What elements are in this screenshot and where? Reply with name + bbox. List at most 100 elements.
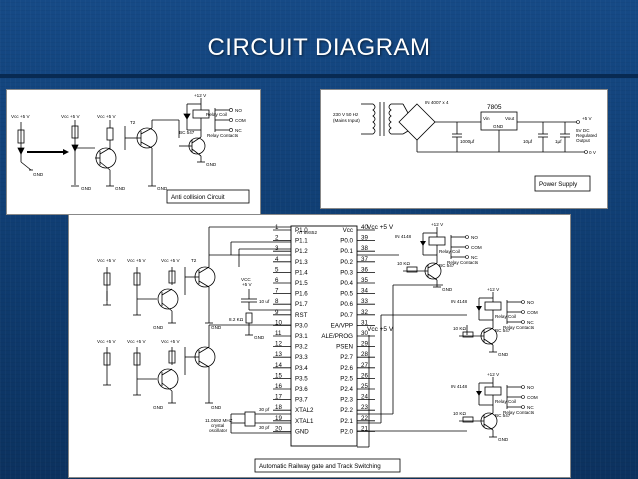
vcc-label: Vcc +5 V — [97, 114, 116, 119]
anti-collision-schematic: Vcc +5 V Vcc +5 V Vcc +5 V +12 V T2 Rela… — [11, 93, 250, 204]
output-desc-label: 5V DC — [576, 128, 590, 133]
pin-name: XTAL2 — [295, 407, 314, 414]
gnd-label: GND — [211, 325, 222, 330]
resistor-label: 10 KΩ — [453, 411, 466, 416]
pin-name: RST — [295, 312, 308, 319]
caption-box — [166, 189, 250, 204]
caption-box — [534, 175, 591, 192]
panel-caption: Anti collision Circuit — [171, 194, 225, 201]
pin-name: P3.2 — [295, 344, 308, 351]
transistor-type-label: BC 547 — [495, 328, 511, 333]
gnd-label: GND — [157, 186, 168, 191]
gnd-label: GND — [153, 405, 164, 410]
pin-number: 20 — [275, 425, 282, 432]
pin-number: 12 — [275, 341, 282, 348]
gnd-label: GND — [498, 437, 509, 442]
pin-number: 40 — [361, 224, 368, 231]
vin-label: Vin — [483, 116, 490, 121]
contact-nc-label: NC — [527, 320, 534, 325]
bridge-diode-label: IN 4007 x 4 — [425, 100, 449, 105]
resistor-label: 10 KΩ — [397, 261, 410, 266]
diode-label: IN 4148 — [451, 384, 468, 389]
transistor-type-label: BC 547 — [495, 413, 511, 418]
pin-name: P3.7 — [295, 397, 308, 404]
relay-coil-label: Relay Coil — [439, 249, 460, 254]
transistor-type-label: BC 547 — [439, 263, 455, 268]
transistor-type-label: BC 547 — [179, 130, 195, 135]
pin-number: 5 — [275, 266, 279, 273]
pin-name: P0.1 — [340, 248, 353, 255]
relay-contacts-label: Relay Contacts — [447, 260, 479, 265]
caption-box — [254, 458, 401, 473]
vcc-label: Vcc +5 V — [11, 114, 30, 119]
pin-number: 32 — [361, 309, 368, 316]
pin-name: P1.2 — [295, 248, 308, 255]
contact-com-label: COM — [527, 310, 538, 315]
relay-coil-label: Relay Coil — [495, 314, 516, 319]
pin-name: P0.3 — [340, 269, 353, 276]
pin-number: 31 — [361, 319, 368, 326]
pin-number: 13 — [275, 351, 282, 358]
pin-name: P2.2 — [340, 407, 353, 414]
relay-coil-label: Relay Coil — [495, 399, 516, 404]
vcc-label: Vcc +5 V — [97, 339, 116, 344]
regulator-label: 7805 — [487, 104, 502, 111]
pin-name: P2.5 — [340, 375, 353, 382]
capacitor-label: 10µf — [523, 139, 533, 144]
pin-number: 33 — [361, 298, 368, 305]
vcc-label: Vcc +5 V — [161, 258, 180, 263]
slide-title: CIRCUIT DIAGRAM — [207, 34, 431, 61]
pin-number: 28 — [361, 351, 368, 358]
pin-name: P1.6 — [295, 291, 308, 298]
mains-label: 230 V 50 Hz — [333, 112, 359, 117]
vcc-label: Vcc +5 V — [161, 339, 180, 344]
pin-name: EA/VPP — [331, 322, 353, 329]
pin-number: 36 — [361, 266, 368, 273]
pin-number: 8 — [275, 298, 279, 305]
pin-name: P2.4 — [340, 386, 353, 393]
pin-number: 37 — [361, 256, 368, 263]
title-divider — [0, 74, 638, 78]
contact-nc-label: NC — [235, 128, 242, 133]
resistor-label: 10 KΩ — [453, 326, 466, 331]
pin-name: PSEN — [336, 344, 353, 351]
supply-label: +12 V — [431, 222, 444, 227]
contact-com-label: COM — [527, 395, 538, 400]
power-supply-schematic: 230 V 50 Hz (Mains Input) IN 4007 x 4 78… — [333, 100, 597, 192]
gnd-label: GND — [498, 352, 509, 357]
crystal-cap-label: 30 pf — [259, 407, 270, 412]
output-desc-label: Regulated — [576, 133, 597, 138]
relay-coil-label: Relay Coil — [206, 112, 227, 117]
pin-number: 30 — [361, 330, 368, 337]
anti-collision-panel: Vcc +5 V Vcc +5 V Vcc +5 V +12 V T2 Rela… — [6, 89, 261, 215]
gnd-label: GND — [81, 186, 92, 191]
pin-name: ALE/PROG — [321, 333, 353, 340]
mcu-part-label: AT 89S52 — [297, 230, 317, 235]
pin-number: 10 — [275, 319, 282, 326]
output-desc-label: Output — [576, 138, 591, 143]
panel-caption: Power Supply — [539, 181, 578, 188]
pin-number: 16 — [275, 383, 282, 390]
vout-label: Vout — [505, 116, 515, 121]
contact-nc-label: NC — [527, 405, 534, 410]
pin-name: GND — [295, 428, 309, 435]
pin-name: P3.3 — [295, 354, 308, 361]
output-voltage-label: +5 V — [582, 116, 593, 121]
vcc40-label: Vcc +5 V — [367, 224, 394, 231]
contact-no-label: NO — [471, 235, 478, 240]
pin-name: P1.1 — [295, 238, 308, 245]
pin-number: 14 — [275, 362, 282, 369]
pin-number: 35 — [361, 277, 368, 284]
reset-res-label: 8.2 KΩ — [229, 317, 244, 322]
transistor-label: T2 — [191, 258, 197, 263]
pin-name: P0.6 — [340, 301, 353, 308]
supply-label: +12 V — [487, 372, 500, 377]
pin-number: 1 — [275, 224, 279, 231]
supply-label: +12 V — [194, 93, 207, 98]
contact-com-label: COM — [471, 245, 482, 250]
pin-name: P3.6 — [295, 386, 308, 393]
power-supply-panel: 230 V 50 Hz (Mains Input) IN 4007 x 4 78… — [320, 89, 608, 209]
